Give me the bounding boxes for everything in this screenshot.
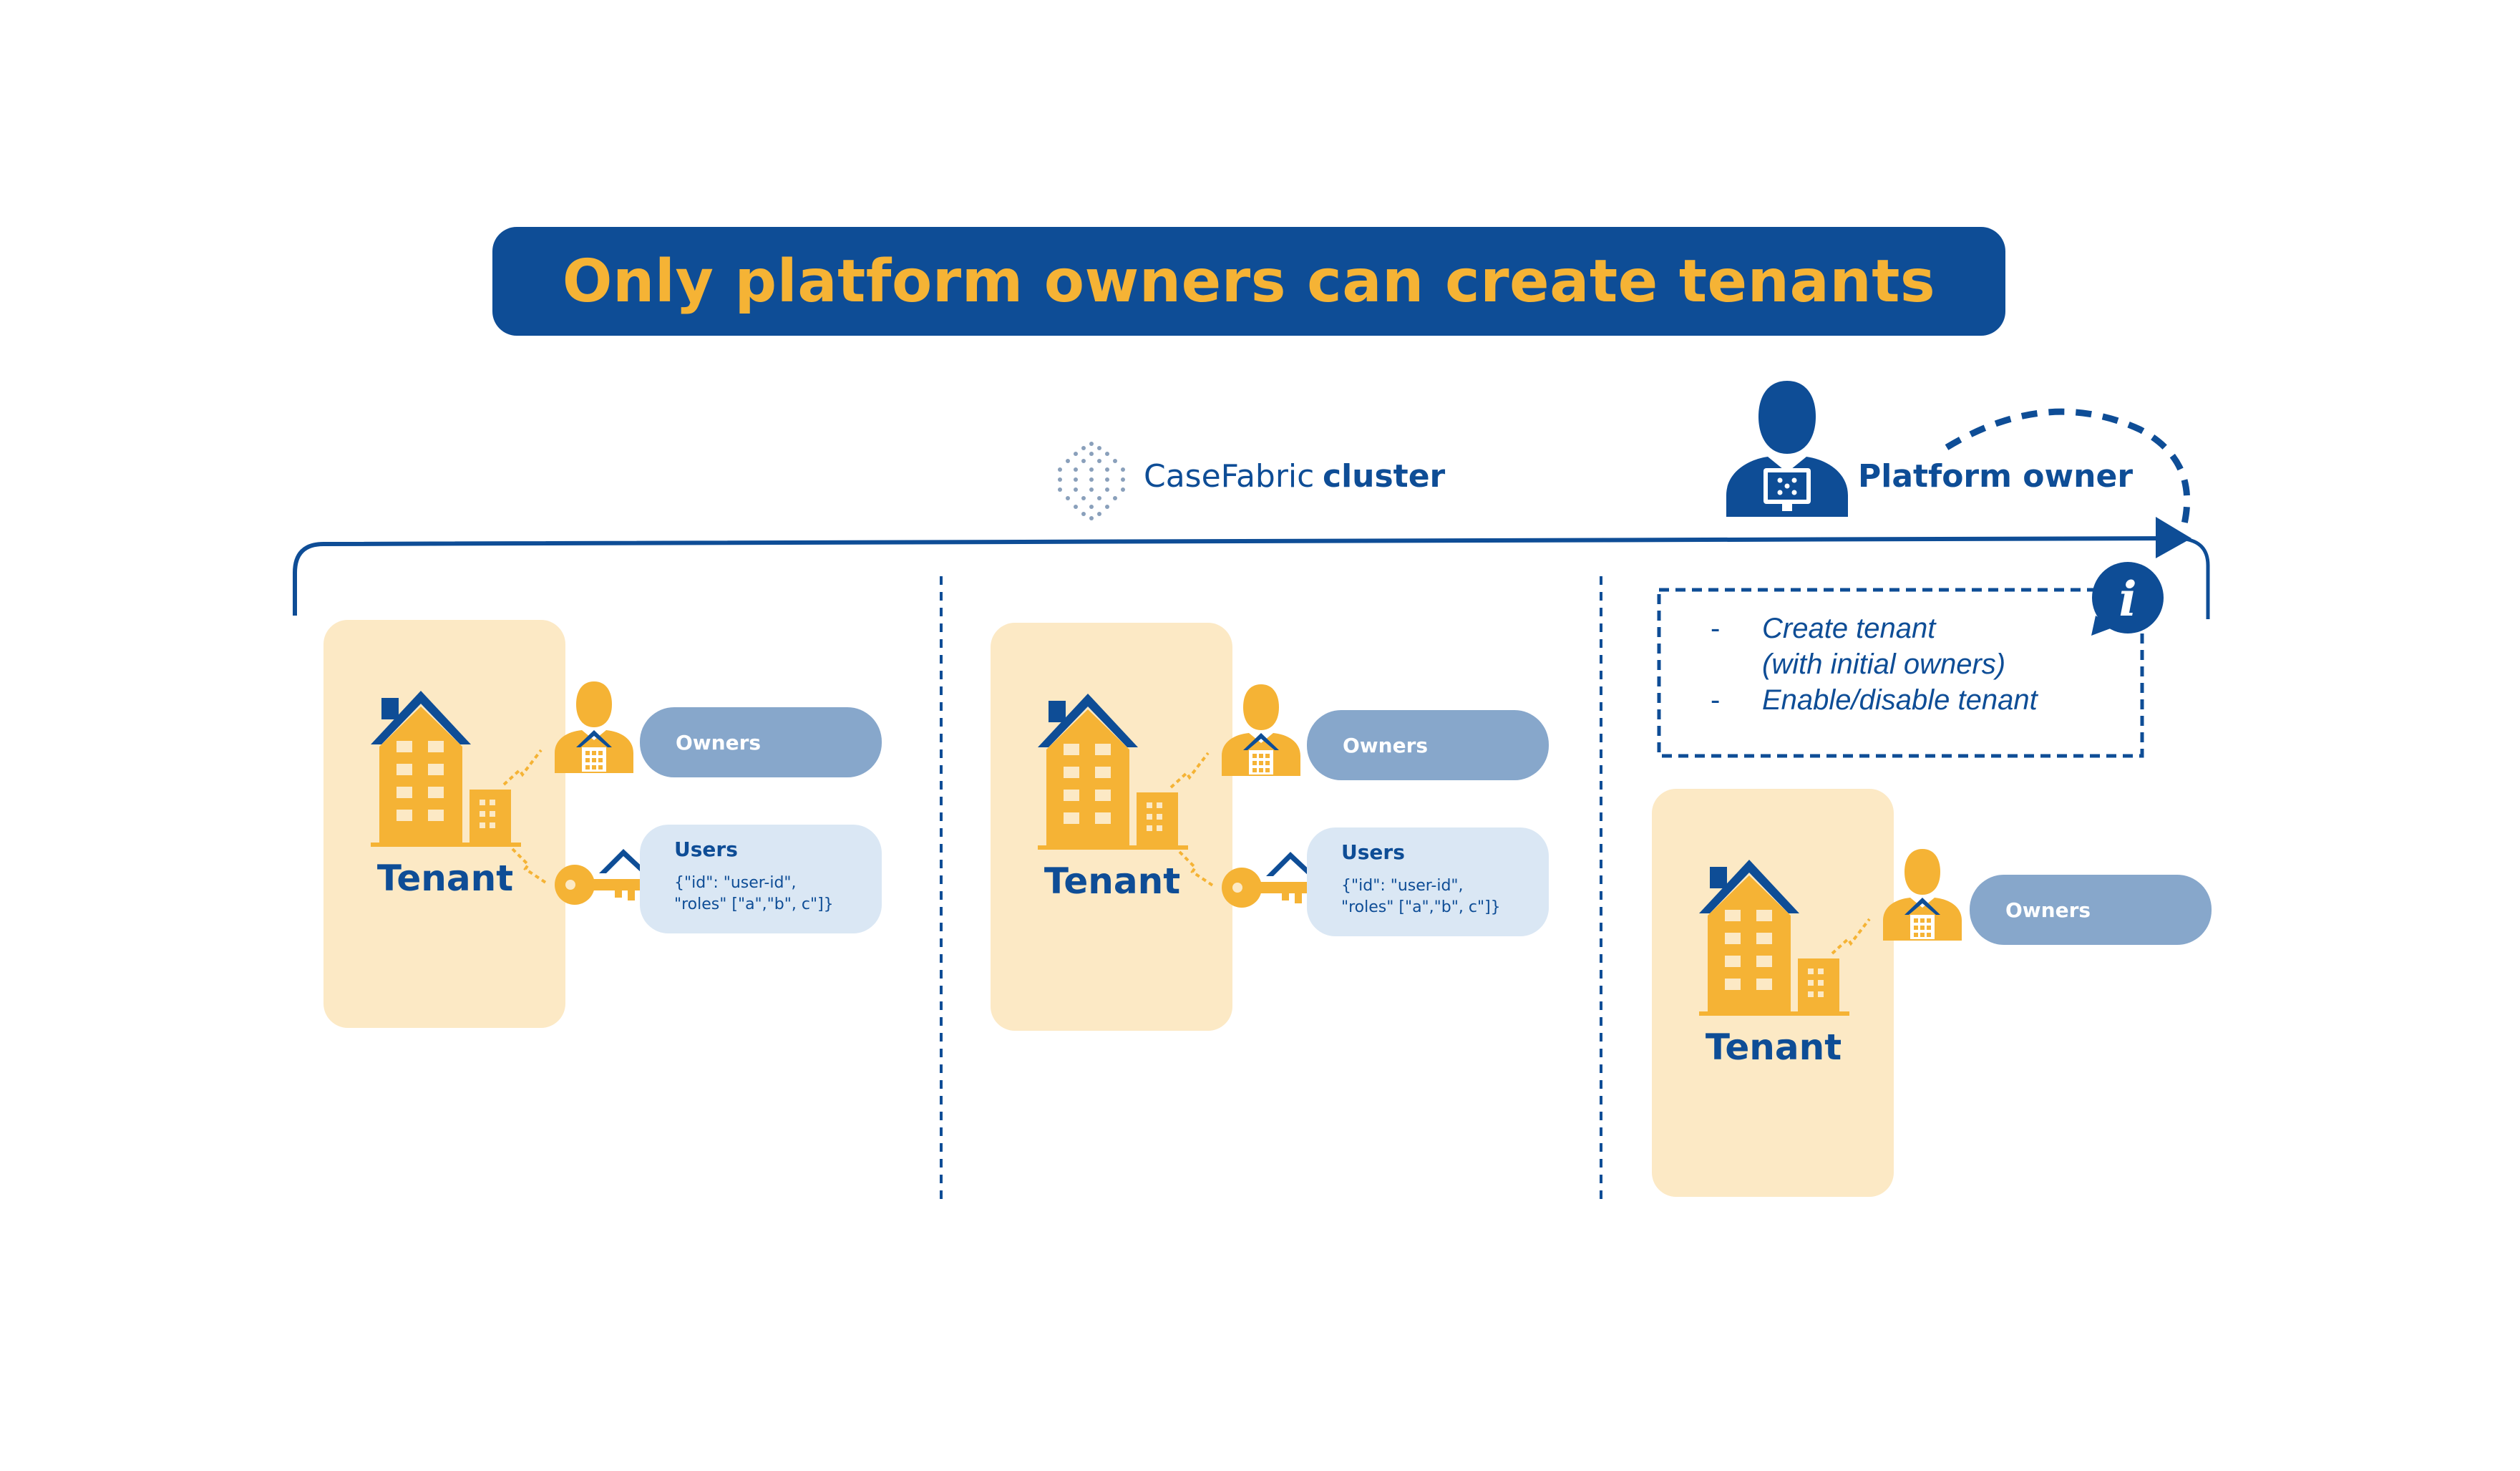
casefabric-logo-icon [1058, 442, 1125, 520]
users-json: {"id": "user-id", "roles" ["a","b", c"]} [674, 873, 882, 916]
cluster-brand: CaseFabric [1144, 458, 1315, 495]
owners-pill: Owners [1307, 710, 1549, 780]
building-icon [1038, 694, 1188, 850]
users-json-line: {"id": "user-id", [674, 874, 797, 892]
info-item-create: - Create tenant [1711, 613, 2038, 649]
tenant-label: Tenant [376, 858, 514, 899]
connection-spark-icon [511, 848, 548, 885]
users-json-line: "roles" ["a","b", c"]} [674, 895, 834, 913]
cluster-label: cluster [1323, 458, 1446, 495]
platform-owner-label: Platform owner [1858, 458, 2134, 495]
connection-spark-icon [1831, 918, 1871, 955]
platform-owner-icon [1726, 381, 1848, 517]
info-text: (with initial owners) [1762, 649, 2006, 680]
info-dash: - [1711, 684, 1721, 716]
info-text: Create tenant [1762, 613, 1936, 644]
info-item-initial-owners: (with initial owners) [1711, 649, 2038, 684]
user-key-icon [1222, 852, 1316, 908]
users-title: Users [1341, 840, 1405, 864]
title-banner: Only platform owners can create tenants [492, 227, 2005, 336]
info-item-enable: - Enable/disable tenant [1711, 684, 2038, 720]
svg-text:i: i [2118, 571, 2136, 627]
info-text: Enable/disable tenant [1762, 684, 2038, 716]
connection-spark-icon [1178, 850, 1215, 888]
tenant-label: Tenant [1705, 1026, 1842, 1068]
info-list: - Create tenant (with initial owners) - En… [1711, 613, 2038, 720]
users-json-line: {"id": "user-id", [1341, 877, 1464, 895]
connection-spark-icon [1169, 752, 1210, 789]
tenant-label: Tenant [1043, 860, 1181, 902]
users-title: Users [674, 838, 738, 861]
connection-spark-icon [502, 749, 543, 786]
info-box-border [1657, 588, 2144, 758]
owners-pill: Owners [640, 707, 882, 777]
cluster-bracket-right [2175, 536, 2210, 619]
users-pill: Users {"id": "user-id", "roles" ["a","b"… [640, 825, 882, 933]
cluster-bracket [293, 536, 2176, 616]
users-pill: Users {"id": "user-id", "roles" ["a","b"… [1307, 827, 1549, 936]
users-json-line: "roles" ["a","b", c"]} [1341, 898, 1501, 916]
title-text: Only platform owners can create tenants [562, 247, 1936, 316]
owner-dashed-arrow [1945, 408, 2191, 531]
owner-person-icon [1883, 849, 1962, 941]
building-icon [371, 691, 521, 847]
cluster-arrowhead [2156, 517, 2191, 558]
owner-person-icon [1222, 684, 1300, 776]
user-key-icon [555, 849, 649, 905]
users-json: {"id": "user-id", "roles" ["a","b", c"]} [1341, 875, 1549, 918]
owner-person-icon [555, 681, 633, 773]
owners-pill: Owners [1970, 875, 2212, 945]
info-dash: - [1711, 613, 1721, 644]
building-icon [1699, 860, 1849, 1016]
info-icon: i [2091, 562, 2164, 636]
